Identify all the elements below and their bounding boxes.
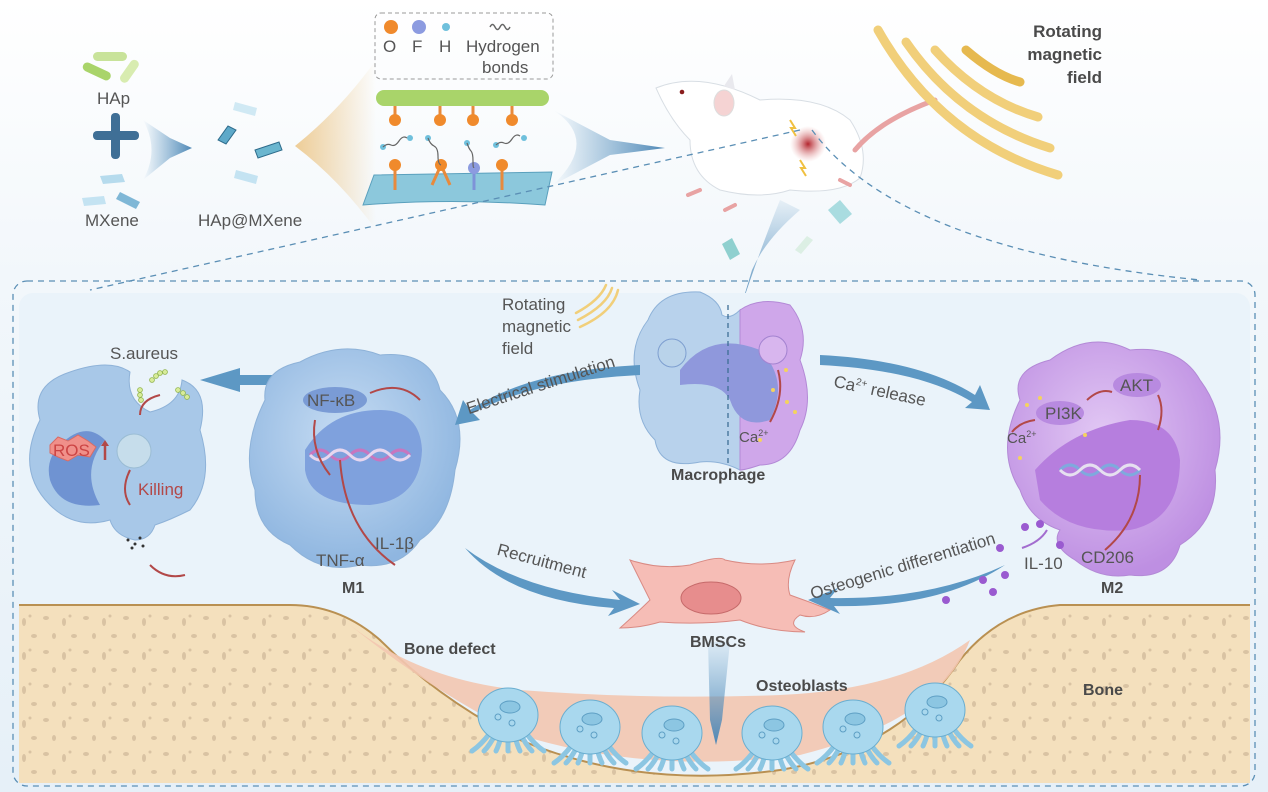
hydrogen-bond-icon — [489, 23, 511, 31]
mxene-sheets-icon — [82, 174, 140, 209]
osteoblast-cell — [469, 687, 547, 754]
bone-defect-label: Bone defect — [404, 641, 496, 658]
m2-ca-text: Ca — [1007, 430, 1027, 447]
legend-f-label: F — [412, 37, 423, 56]
center-rmf-label-3: field — [502, 339, 534, 358]
osteoblast-cell — [896, 682, 974, 749]
composite-sheets-icon — [217, 102, 283, 184]
ca-release-text: Ca — [832, 372, 858, 396]
macrophage-label: Macrophage — [671, 467, 766, 484]
hap-label: HAp — [97, 89, 131, 108]
osteoblast-cell — [733, 705, 811, 772]
down-arrow-to-cell — [740, 200, 800, 310]
legend-h-label: H — [439, 37, 452, 56]
bmsc-to-osteoblast-arrow — [708, 642, 730, 745]
killing-label: Killing — [138, 480, 184, 499]
center-ca-label: Ca2+ — [739, 428, 768, 446]
composite-label: HAp@MXene — [198, 211, 303, 230]
il10-label: IL-10 — [1024, 554, 1063, 573]
osteoblast-cell — [633, 705, 711, 772]
osteoblast-cell — [814, 699, 892, 766]
bone-label: Bone — [1083, 682, 1123, 699]
bone-defect-area — [350, 625, 970, 762]
to-mouse-arrow — [553, 110, 665, 185]
osteoblasts-group — [469, 682, 974, 772]
mouse-illustration — [655, 74, 938, 212]
m2-ca-sup: 2+ — [1026, 429, 1037, 439]
top-rmf-label-2: magnetic — [1027, 45, 1102, 64]
zoom-cone — [295, 60, 376, 230]
electrical-stimulation-arrow — [455, 365, 640, 425]
legend-o-label: O — [383, 37, 397, 56]
center-rmf-label-2: magnetic — [502, 317, 571, 336]
plus-icon — [93, 113, 139, 159]
legend-hbond-label-2: bonds — [482, 58, 529, 77]
akt-label: AKT — [1120, 376, 1154, 395]
combine-arrow — [143, 120, 192, 180]
m1-title: M1 — [342, 580, 365, 597]
oxygen-sphere-icon — [384, 20, 398, 34]
phagocyte-cell — [29, 364, 207, 578]
fluorine-sphere-icon — [412, 20, 426, 34]
m1-to-phagocyte-arrow — [200, 368, 290, 392]
hydrogen-sphere-icon — [442, 23, 450, 31]
m2-macrophage-cell — [942, 341, 1221, 604]
zoom-line-left — [89, 129, 801, 291]
nfkb-label: NF-κB — [307, 391, 356, 410]
top-rmf-label-1: Rotating — [1033, 22, 1102, 41]
ca-release-arrow — [820, 355, 990, 410]
center-ca-text: Ca — [739, 429, 759, 446]
center-ca-sup: 2+ — [758, 428, 769, 438]
osteo-diff-arrow — [808, 565, 1005, 614]
tnf-label: TNF-α — [316, 551, 365, 570]
small-magnetic-field-icon — [574, 283, 620, 329]
top-rmf-label-3: field — [1067, 68, 1102, 87]
zoom-panel-border — [12, 280, 1256, 787]
pi3k-label: PI3K — [1045, 404, 1082, 423]
mxene-label: MXene — [85, 211, 139, 230]
s-aureus-bacteria-icon — [137, 369, 190, 403]
bonding-illustration — [362, 90, 553, 206]
center-rmf-label-1: Rotating — [502, 295, 566, 314]
released-sheets-icon — [722, 200, 852, 260]
center-macrophage-cell — [633, 291, 808, 471]
hap-rods-icon — [82, 52, 139, 83]
ros-label: ROS — [53, 441, 90, 460]
osteoblast-cell — [551, 699, 629, 766]
m2-ca-label: Ca2+ — [1007, 429, 1036, 447]
il1b-label: IL-1β — [375, 534, 415, 553]
m2-title: M2 — [1101, 580, 1124, 597]
cd206-label: CD206 — [1081, 548, 1134, 567]
m1-macrophage-cell — [248, 348, 461, 568]
legend-hbond-label-1: Hydrogen — [466, 37, 540, 56]
osteoblasts-label: Osteoblasts — [756, 678, 848, 695]
magnetic-field-arcs-icon — [873, 25, 1063, 180]
s-aureus-label: S.aureus — [110, 344, 179, 363]
bmsc-cell — [618, 557, 832, 633]
recruitment-arrow — [465, 548, 640, 616]
bmsc-label: BMSCs — [690, 634, 747, 651]
